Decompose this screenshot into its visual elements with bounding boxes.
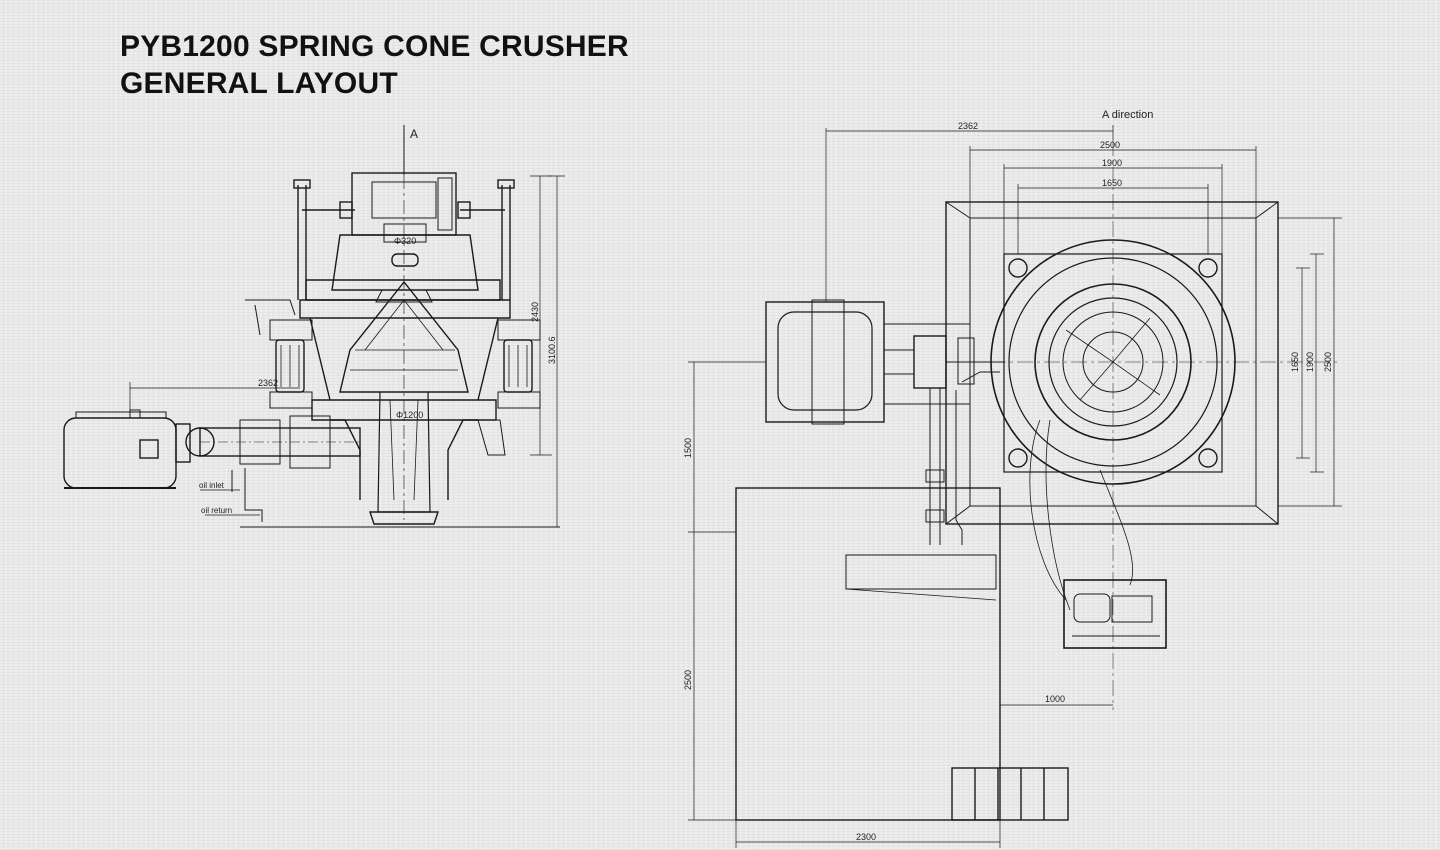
label-oil-inlet: oil inlet xyxy=(199,481,225,490)
dim-right-1650: 1650 xyxy=(1290,352,1300,372)
title-line-1: PYB1200 SPRING CONE CRUSHER xyxy=(120,30,629,63)
dim-top-2362: 2362 xyxy=(958,121,978,131)
dim-side-height-main: 2430 xyxy=(530,302,540,322)
dim-bottom-2300: 2300 xyxy=(856,832,876,842)
dim-side-height-total: 3100.6 xyxy=(547,336,557,364)
dim-side-width: 2362 xyxy=(258,378,278,388)
dim-top-1900: 1900 xyxy=(1102,158,1122,168)
dim-top-1650: 1650 xyxy=(1102,178,1122,188)
dim-feed: Φ320 xyxy=(394,236,416,246)
dim-top-2500: 2500 xyxy=(1100,140,1120,150)
plan-view xyxy=(688,125,1342,848)
dim-left-2500: 2500 xyxy=(683,670,693,690)
dim-right-1900: 1900 xyxy=(1305,352,1315,372)
section-mark-a: A xyxy=(410,127,418,141)
drawing-title: PYB1200 SPRING CONE CRUSHER GENERAL LAYO… xyxy=(120,28,629,102)
title-line-2: GENERAL LAYOUT xyxy=(120,67,398,100)
label-oil-return: oil return xyxy=(201,506,232,515)
dim-right-2500: 2500 xyxy=(1323,352,1333,372)
dim-station-1000: 1000 xyxy=(1045,694,1065,704)
side-view xyxy=(63,125,565,528)
direction-label: A direction xyxy=(1102,109,1153,121)
dim-bottom: Φ1200 xyxy=(396,410,423,420)
dim-left-1500: 1500 xyxy=(683,438,693,458)
